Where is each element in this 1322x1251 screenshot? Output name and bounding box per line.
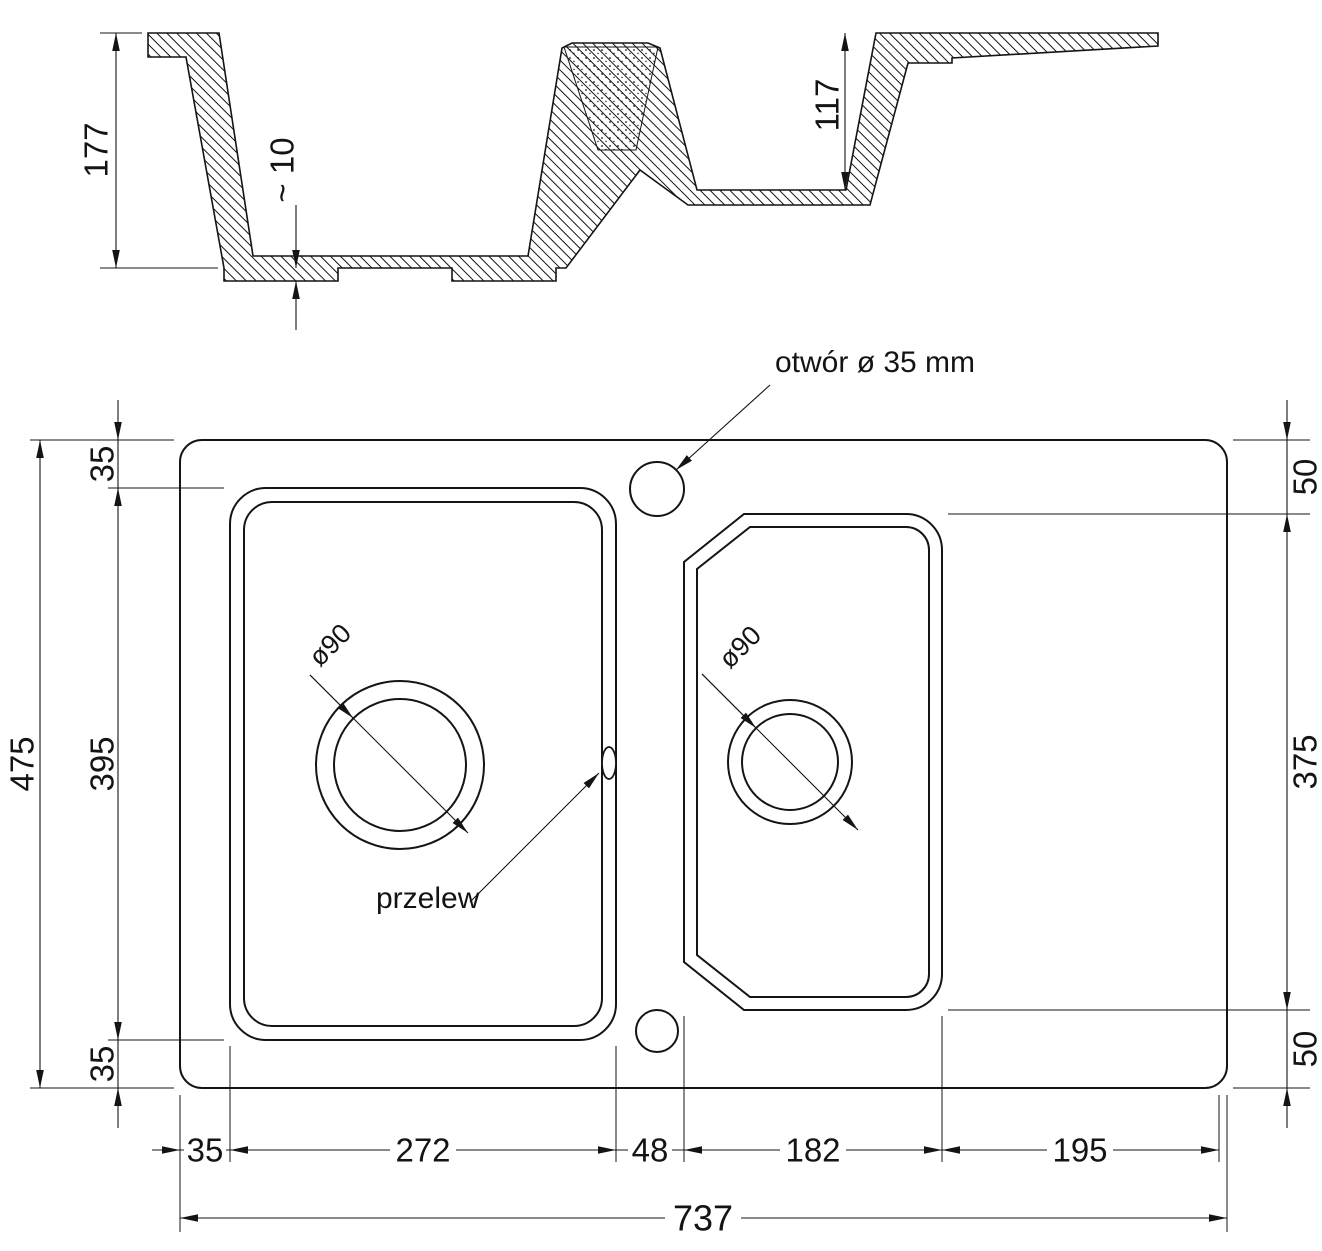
left-bowl-inner [243, 501, 603, 1027]
section-profile [147, 32, 1159, 282]
left-bowl-outer [229, 487, 617, 1041]
dim-right-top: 50 [1287, 459, 1322, 496]
leader-lines [309, 384, 859, 903]
overflow-hole [601, 746, 617, 780]
dim-margin-left: 35 [187, 1132, 224, 1169]
dim-depth-right: 117 [809, 79, 846, 132]
plan-extension-lines [30, 439, 1310, 1232]
right-drain-outer-ring [727, 699, 853, 825]
left-drain-diameter-label: ø90 [303, 618, 357, 672]
right-drain-inner-ring [741, 713, 839, 811]
dim-gap-width: 48 [632, 1132, 669, 1169]
faucet-hole [629, 461, 685, 517]
section-extension-lines [100, 32, 218, 269]
dim-total-height: 475 [4, 736, 41, 791]
dim-bowl1-width: 272 [395, 1132, 450, 1169]
left-drain-outer-ring [315, 680, 485, 850]
sink-outline [179, 439, 1228, 1089]
section-view: 177 ~ 10 117 [78, 32, 1159, 330]
right-drain-diameter-label: ø90 [713, 620, 767, 674]
left-drain-inner-ring [333, 698, 467, 832]
bottom-hole [635, 1009, 679, 1053]
dimension-text-masks [184, 1132, 1113, 1237]
right-bowl-inner [696, 526, 930, 998]
dim-depth-total: 177 [78, 122, 115, 177]
plan-view: otwór ø 35 mm przelew ø90 ø90 [4, 346, 1322, 1239]
dim-total-width: 737 [673, 1198, 733, 1239]
overflow-label: przelew [376, 882, 480, 915]
left-dimension-lines [36, 400, 122, 1128]
right-bowl-outer [683, 513, 943, 1011]
dim-right-bottom: 50 [1287, 1031, 1322, 1068]
dim-margin-bottom: 35 [84, 1046, 121, 1083]
dim-bowl-height: 395 [84, 736, 121, 791]
dim-margin-top: 35 [84, 446, 121, 483]
dim-bottom-height: ~ 10 [264, 137, 301, 202]
dim-bowl2-width: 182 [785, 1132, 840, 1169]
dim-right-bowl-height: 375 [1287, 734, 1322, 789]
faucet-hole-label: otwór ø 35 mm [775, 346, 975, 379]
section-dimension-lines [112, 33, 849, 330]
section-divider-stipple [563, 46, 659, 151]
dim-drainer-width: 195 [1052, 1132, 1107, 1169]
